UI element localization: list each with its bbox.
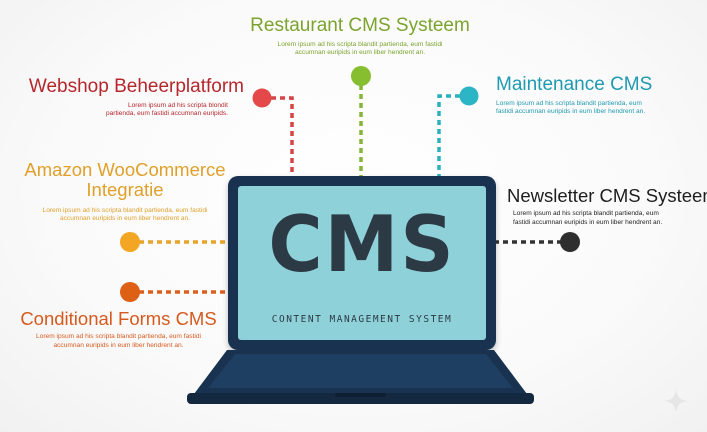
- laptop-screen: CMS CONTENT MANAGEMENT SYSTEM: [238, 186, 486, 340]
- node-maintenance-dot: [459, 86, 479, 106]
- node-restaurant: Restaurant CMS Systeem Lorem ipsum ad hi…: [230, 15, 490, 58]
- node-amazon-title-line1: Amazon WooCommerce: [24, 159, 226, 180]
- node-maintenance-title: Maintenance CMS: [496, 74, 653, 95]
- laptop-base: [187, 350, 534, 404]
- node-maintenance-description: Lorem ipsum ad his scripta blandit parti…: [496, 99, 646, 116]
- laptop-hinge-notch: [335, 393, 386, 397]
- connector-maintenance: [437, 94, 469, 178]
- node-maintenance: Maintenance CMS Lorem ipsum ad his scrip…: [496, 74, 676, 117]
- node-newsletter-dot: [560, 232, 580, 252]
- node-amazon: Amazon WooCommerce Integratie Lorem ipsu…: [16, 159, 234, 224]
- node-newsletter: Newsletter CMS Systeem Lorem ipsum ad hi…: [507, 185, 707, 227]
- node-restaurant-title: Restaurant CMS Systeem: [250, 15, 470, 36]
- node-newsletter-description: Lorem ipsum ad his scripta blandit parti…: [513, 210, 663, 226]
- node-webshop-title: Webshop Beheerplatform: [28, 76, 244, 97]
- node-webshop-dot: [252, 88, 272, 108]
- node-conditional-description: Lorem ipsum ad his scripta blandit parti…: [36, 333, 201, 349]
- four-point-star-icon: [664, 389, 688, 413]
- cms-subtitle: CONTENT MANAGEMENT SYSTEM: [271, 314, 453, 325]
- node-webshop-description: Lorem ipsum ad his scripta blondit parti…: [105, 101, 228, 118]
- node-amazon-dot: [120, 232, 140, 252]
- node-conditional-dot: [120, 282, 140, 302]
- connector-webshop: [262, 96, 294, 178]
- node-restaurant-description: Lorem ipsum ad his scripta blandit parti…: [277, 40, 443, 57]
- node-amazon-title-line2: Integratie: [86, 179, 164, 201]
- node-conditional-title: Conditional Forms CMS: [20, 308, 217, 329]
- laptop-keyboard-area: [208, 354, 513, 388]
- laptop-front-edge: [187, 393, 534, 404]
- node-newsletter-title: Newsletter CMS Systeem: [507, 185, 707, 206]
- node-restaurant-dot: [351, 66, 371, 86]
- cms-title: CMS: [268, 199, 456, 291]
- node-amazon-description: Lorem ipsum ad his scripta blandit parti…: [42, 206, 208, 223]
- laptop-lid: CMS CONTENT MANAGEMENT SYSTEM: [228, 176, 496, 350]
- node-webshop: Webshop Beheerplatform Lorem ipsum ad hi…: [18, 76, 244, 119]
- node-conditional: Conditional Forms CMS Lorem ipsum ad his…: [16, 308, 221, 350]
